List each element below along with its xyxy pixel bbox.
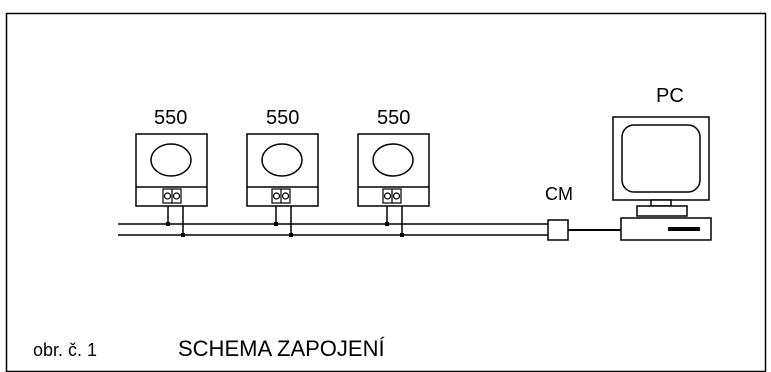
device-550-2: 550: [246, 107, 319, 237]
converter-cm: CM: [545, 184, 573, 241]
device-550-1: 550: [135, 107, 208, 237]
device-label: 550: [266, 107, 299, 129]
terminal-icon: [382, 188, 402, 204]
display-icon: [372, 143, 414, 177]
system-unit-icon: [620, 217, 712, 241]
computer-pc: PC: [612, 85, 712, 241]
terminal-icon: [162, 188, 182, 204]
terminal-icon: [271, 188, 291, 204]
device-label: 550: [154, 107, 187, 129]
device-550-3: 550: [357, 107, 430, 237]
figure-title: SCHEMA ZAPOJENÍ: [178, 336, 385, 361]
converter-label: CM: [545, 184, 573, 204]
bus-cable: [118, 223, 548, 236]
drive-slot-icon: [668, 227, 700, 231]
figure-number: obr. č. 1: [33, 340, 97, 360]
converter-box: [547, 219, 569, 241]
computer-label: PC: [656, 85, 684, 107]
device-label: 550: [377, 107, 410, 129]
display-icon: [261, 143, 303, 177]
display-icon: [150, 143, 192, 177]
